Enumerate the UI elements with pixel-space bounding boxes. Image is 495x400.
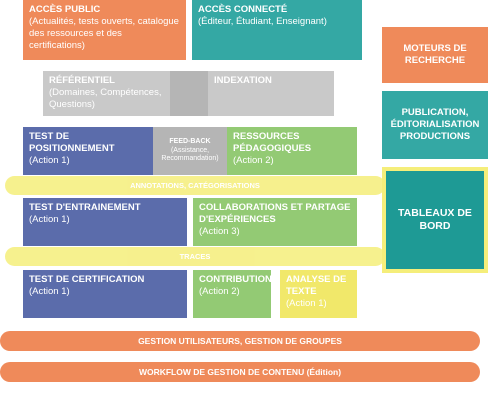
contributions-subtitle: (Action 2) — [199, 285, 240, 297]
ressources-title: RESSOURCES PÉDAGOGIQUES — [233, 131, 312, 154]
positionnement-box: TEST DE POSITIONNEMENT (Action 1) — [23, 127, 153, 175]
collaborations-box: COLLABORATIONS ET PARTAGE D'EXPÉRIENCES … — [193, 198, 357, 246]
collaborations-subtitle: (Action 3) — [199, 225, 240, 237]
analyse-title: ANALYSE DE TEXTE — [286, 274, 347, 297]
feedback-subtitle: (Assistance, Recommandation) — [161, 146, 219, 163]
workflow-bar: WORKFLOW DE GESTION DE CONTENU (Édition) — [0, 362, 480, 382]
feedback-title: FEED-BACK — [169, 138, 211, 146]
connected-access-subtitle: (Éditeur, Étudiant, Enseignant) — [198, 15, 327, 27]
gestion-bar: GESTION UTILISATEURS, GESTION DE GROUPES — [0, 331, 480, 351]
entrainement-title: TEST D'ENTRAINEMENT — [29, 202, 141, 213]
feedback-box: FEED-BACK (Assistance, Recommandation) — [153, 127, 227, 175]
referentiel-title: RÉFÉRENTIEL — [49, 75, 115, 86]
indexation-title: INDEXATION — [214, 75, 272, 86]
contributions-box: CONTRIBUTIONS (Action 2) — [193, 270, 279, 318]
positionnement-title: TEST DE POSITIONNEMENT — [29, 131, 115, 154]
positionnement-subtitle: (Action 1) — [29, 154, 70, 166]
collaborations-title: COLLABORATIONS ET PARTAGE D'EXPÉRIENCES — [199, 202, 351, 225]
annotations-band: ANNOTATIONS, CATÉGORISATIONS — [5, 176, 385, 195]
public-access-box: ACCÈS PUBLIC (Actualités, tests ouverts,… — [23, 0, 186, 60]
moteurs-box: MOTEURS DE RECHERCHE — [382, 27, 488, 83]
certification-title: TEST DE CERTIFICATION — [29, 274, 145, 285]
connected-access-box: ACCÈS CONNECTÉ (Éditeur, Étudiant, Ensei… — [192, 0, 362, 60]
referentiel-indexation-overlap — [170, 71, 208, 116]
publication-box: PUBLICATION, ÉDITORIALISATION PRODUCTION… — [382, 91, 488, 159]
certification-subtitle: (Action 1) — [29, 285, 70, 297]
referentiel-subtitle: (Domaines, Compétences, Questions) — [49, 86, 162, 110]
publication-title: PUBLICATION, ÉDITORIALISATION PRODUCTION… — [390, 107, 480, 142]
analyse-subtitle: (Action 1) — [286, 297, 327, 309]
entrainement-box: TEST D'ENTRAINEMENT (Action 1) — [23, 198, 187, 246]
ressources-subtitle: (Action 2) — [233, 154, 274, 166]
public-access-subtitle: (Actualités, tests ouverts, catalogue de… — [29, 15, 179, 51]
ressources-box: RESSOURCES PÉDAGOGIQUES (Action 2) — [227, 127, 357, 175]
public-access-title: ACCÈS PUBLIC — [29, 4, 101, 15]
moteurs-title: MOTEURS DE RECHERCHE — [403, 43, 467, 66]
connected-access-title: ACCÈS CONNECTÉ — [198, 4, 288, 15]
certification-box: TEST DE CERTIFICATION (Action 1) — [23, 270, 187, 318]
tableaux-title: TABLEAUX DE BORD — [398, 206, 472, 232]
indexation-box: INDEXATION — [208, 71, 334, 116]
entrainement-subtitle: (Action 1) — [29, 213, 70, 225]
referentiel-box: RÉFÉRENTIEL (Domaines, Compétences, Ques… — [43, 71, 170, 116]
analyse-box: ANALYSE DE TEXTE (Action 1) — [280, 270, 357, 318]
traces-band: TRACES — [5, 247, 385, 266]
contributions-title: CONTRIBUTIONS — [199, 274, 279, 285]
tableaux-box: TABLEAUX DE BORD — [382, 167, 488, 273]
